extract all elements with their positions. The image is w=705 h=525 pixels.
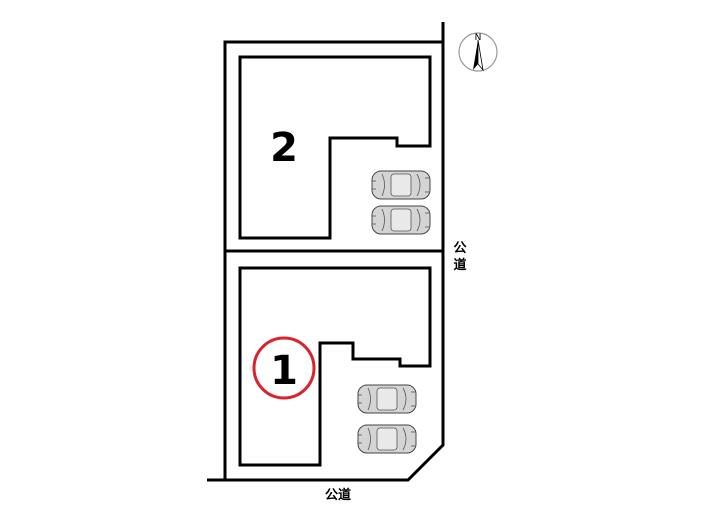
lot-2-building — [238, 55, 432, 240]
south-road-label: 公道 — [325, 487, 351, 503]
lot-1-building — [238, 266, 432, 467]
site-boundary — [207, 22, 445, 482]
car-icon — [371, 170, 431, 200]
east-road-label-line1: 公 — [453, 241, 466, 256]
car-icon — [371, 205, 431, 235]
lot-2-number: 2 — [270, 125, 298, 171]
compass-label: N — [475, 33, 482, 43]
lot-1-number: 1 — [270, 348, 298, 394]
lot-1-highlight-circle — [252, 336, 316, 400]
car-icon — [357, 424, 417, 454]
north-compass-icon: N — [458, 32, 498, 72]
car-icon — [357, 384, 417, 414]
east-road-label-line2: 道 — [453, 257, 466, 273]
